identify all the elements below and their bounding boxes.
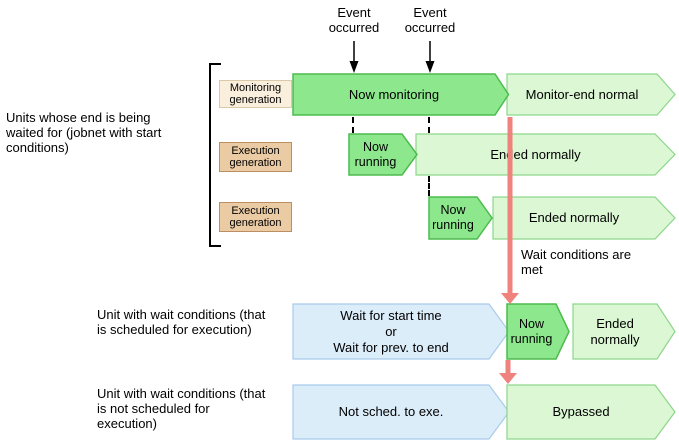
monitoring-generation-box: Monitoring generation bbox=[219, 80, 292, 108]
bypass-down-arrow bbox=[498, 360, 518, 384]
wait-conditions-met-label: Wait conditions are met bbox=[521, 247, 632, 277]
dashed-connector-2a bbox=[428, 117, 430, 133]
ended-normally-arrow-3: Ended normally bbox=[572, 303, 676, 360]
ended-normally-label-2: Ended normally bbox=[528, 210, 620, 225]
wait-for-start-arrow: Wait for start time or Wait for prev. to… bbox=[292, 303, 510, 360]
ended-normally-label-3: Ended normally bbox=[590, 315, 640, 347]
event-down-arrow-icon-1 bbox=[348, 41, 360, 73]
ended-normally-arrow-1: Ended normally bbox=[415, 133, 676, 176]
wait-for-start-label: Wait for start time or Wait for prev. to… bbox=[333, 307, 449, 355]
now-running-arrow-3: Now running bbox=[506, 303, 570, 360]
event-occurred-label-2: Event occurred bbox=[404, 5, 456, 35]
now-monitoring-label: Now monitoring bbox=[348, 86, 440, 102]
now-running-arrow-2: Now running bbox=[428, 196, 493, 240]
wait-conditions-down-arrow bbox=[500, 117, 520, 304]
unit-not-scheduled-label: Unit with wait conditions (that is not s… bbox=[97, 386, 266, 431]
execution-generation-box-1: Execution generation bbox=[219, 142, 292, 172]
not-scheduled-arrow: Not sched. to exe. bbox=[292, 384, 510, 440]
now-running-label-3: Now running bbox=[510, 316, 553, 346]
now-running-label-2: Now running bbox=[432, 203, 474, 232]
bypassed-arrow: Bypassed bbox=[506, 384, 676, 440]
bypassed-label: Bypassed bbox=[552, 404, 610, 419]
group-bracket bbox=[209, 63, 221, 247]
dashed-connector-2b bbox=[428, 176, 430, 196]
execution-generation-box-2: Execution generation bbox=[219, 202, 292, 232]
not-scheduled-label: Not sched. to exe. bbox=[338, 404, 444, 419]
units-waited-label: Units whose end is being waited for (job… bbox=[6, 110, 162, 155]
event-occurred-label-1: Event occurred bbox=[328, 5, 380, 35]
monitor-end-normal-arrow: Monitor-end normal bbox=[506, 73, 676, 116]
now-running-label-1: Now running bbox=[354, 139, 397, 169]
ended-normally-arrow-2: Ended normally bbox=[492, 196, 676, 240]
dashed-connector-1 bbox=[352, 117, 354, 133]
unit-scheduled-label: Unit with wait conditions (that is sched… bbox=[97, 307, 266, 337]
now-monitoring-arrow: Now monitoring bbox=[292, 73, 510, 116]
ended-normally-label-1: Ended normally bbox=[490, 146, 581, 162]
now-running-arrow-1: Now running bbox=[348, 133, 418, 176]
event-down-arrow-icon-2 bbox=[424, 41, 436, 73]
monitor-end-normal-label: Monitor-end normal bbox=[525, 86, 639, 102]
